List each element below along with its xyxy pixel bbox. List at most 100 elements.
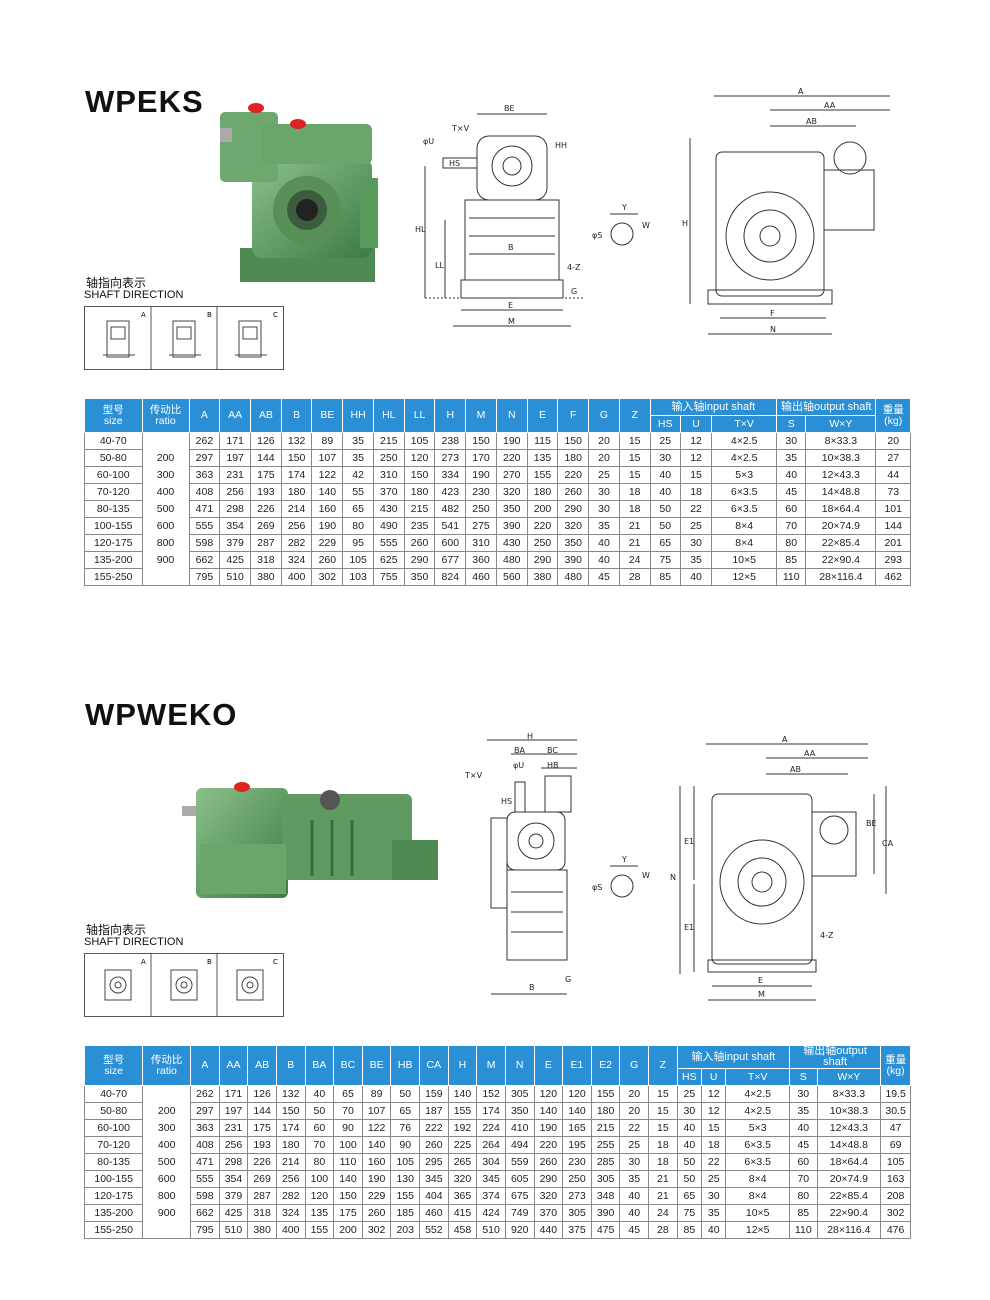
table-cell: 302 bbox=[880, 1204, 911, 1222]
dim-label: φS bbox=[592, 231, 602, 240]
table-cell: 460 bbox=[419, 1204, 449, 1222]
table-cell: 12×5 bbox=[711, 568, 778, 586]
table-cell: 175 bbox=[247, 1119, 277, 1137]
table-cell: 662 bbox=[188, 551, 221, 569]
table-cell: 282 bbox=[275, 1187, 306, 1205]
table-cell: 265 bbox=[447, 1153, 478, 1171]
table-cell: 20 bbox=[588, 432, 620, 450]
dim-label: BE bbox=[504, 104, 515, 113]
table-cell: 40 bbox=[588, 534, 620, 552]
dim-label: E1 bbox=[684, 837, 694, 846]
table-cell: 20 bbox=[875, 432, 911, 450]
table-cell: 21 bbox=[648, 1170, 678, 1188]
table-cell: 155 bbox=[390, 1187, 421, 1205]
table-cell: 40 bbox=[619, 1204, 650, 1222]
dim-col-header: AA bbox=[219, 398, 252, 433]
table-cell: 430 bbox=[495, 534, 528, 552]
table-cell: 302 bbox=[361, 1221, 392, 1239]
dim-col-header: HB bbox=[390, 1045, 421, 1086]
table-cell: 400 bbox=[280, 568, 313, 586]
table-cell: 90 bbox=[333, 1119, 363, 1137]
table-cell: 214 bbox=[275, 1153, 306, 1171]
table-cell: 260 bbox=[311, 551, 344, 569]
table-cell: 100 bbox=[304, 1170, 335, 1188]
size-cell: 70-120 bbox=[83, 1136, 144, 1154]
table-cell: 290 bbox=[533, 1170, 564, 1188]
dim-label: T×V bbox=[451, 124, 470, 133]
table-cell: 215 bbox=[590, 1119, 621, 1137]
shaft-direction-cn: 轴指向表示 bbox=[86, 276, 147, 290]
table-cell: 560 bbox=[495, 568, 528, 586]
table-cell: 90 bbox=[390, 1136, 421, 1154]
table-cell: 30 bbox=[676, 1102, 703, 1120]
table-cell: 110 bbox=[333, 1153, 363, 1171]
table-cell: 22×85.4 bbox=[805, 534, 877, 552]
shaft-direction-en: SHAFT DIRECTION bbox=[84, 936, 184, 948]
table-cell: 22 bbox=[701, 1153, 727, 1171]
dim-col-header: N bbox=[495, 398, 528, 433]
table-cell: 475 bbox=[590, 1221, 621, 1239]
table-cell: 375 bbox=[562, 1221, 592, 1239]
table-cell: 18×64.4 bbox=[816, 1153, 882, 1171]
table-cell: 345 bbox=[476, 1170, 506, 1188]
size-header-en: size bbox=[103, 414, 123, 427]
table-cell: 555 bbox=[188, 517, 221, 535]
table-cell: 348 bbox=[590, 1187, 621, 1205]
table-cell: 222 bbox=[419, 1119, 449, 1137]
table-cell: 60 bbox=[304, 1119, 335, 1137]
table-cell: 50 bbox=[649, 517, 681, 535]
ratio-value: 800 bbox=[157, 1190, 176, 1202]
dim-label: HH bbox=[555, 141, 567, 150]
table-cell: 105 bbox=[880, 1153, 911, 1171]
input-shaft-header: 输入轴input shaft bbox=[676, 1045, 791, 1069]
table-cell: 15 bbox=[618, 466, 651, 484]
table-cell: 35 bbox=[342, 432, 374, 450]
table-cell: 22 bbox=[619, 1119, 650, 1137]
table-cell: 45 bbox=[789, 1136, 818, 1154]
table-cell: 4×2.5 bbox=[711, 449, 778, 467]
table-cell: 180 bbox=[403, 483, 436, 501]
shaft-panel-b: B bbox=[207, 958, 212, 966]
col-header: U bbox=[679, 415, 713, 433]
table-cell: 273 bbox=[434, 449, 467, 467]
table-cell: 35 bbox=[679, 551, 713, 569]
table-cell: 310 bbox=[465, 534, 497, 552]
table-cell: 203 bbox=[390, 1221, 421, 1239]
table-cell: 140 bbox=[562, 1102, 592, 1120]
table-cell: 304 bbox=[476, 1153, 506, 1171]
table-cell: 40 bbox=[679, 568, 713, 586]
dim-col-header: A bbox=[190, 1045, 220, 1086]
size-cell: 70-120 bbox=[84, 483, 143, 501]
table-cell: 8×4 bbox=[711, 534, 778, 552]
dim-label: E bbox=[758, 976, 763, 985]
table-cell: 264 bbox=[476, 1136, 506, 1154]
table-cell: 22 bbox=[679, 500, 713, 518]
dim-label: BA bbox=[514, 746, 525, 755]
section-title-wpeks: WPEKS bbox=[85, 84, 204, 119]
table-cell: 100 bbox=[333, 1136, 363, 1154]
table-cell: 12 bbox=[679, 449, 713, 467]
table-cell: 226 bbox=[250, 500, 282, 518]
table-cell: 231 bbox=[219, 466, 252, 484]
size-cell: 50-80 bbox=[84, 449, 143, 467]
ratio-value: 200 bbox=[157, 1105, 176, 1117]
table-cell: 10×38.3 bbox=[816, 1102, 882, 1120]
table-cell: 8×33.3 bbox=[816, 1085, 882, 1103]
table-cell: 140 bbox=[311, 483, 344, 501]
table-cell: 155 bbox=[590, 1085, 621, 1103]
table-cell: 150 bbox=[333, 1187, 363, 1205]
dim-label: AB bbox=[806, 117, 817, 126]
table-cell: 256 bbox=[219, 483, 252, 501]
table-cell: 126 bbox=[250, 432, 282, 450]
table-cell: 50 bbox=[390, 1085, 421, 1103]
table-cell: 256 bbox=[280, 517, 313, 535]
table-cell: 260 bbox=[403, 534, 436, 552]
ratio-value: 200 bbox=[156, 452, 175, 464]
ratio-value: 800 bbox=[156, 537, 175, 549]
table-cell: 45 bbox=[619, 1221, 650, 1239]
table-cell: 324 bbox=[280, 551, 313, 569]
table-cell: 5×3 bbox=[711, 466, 778, 484]
